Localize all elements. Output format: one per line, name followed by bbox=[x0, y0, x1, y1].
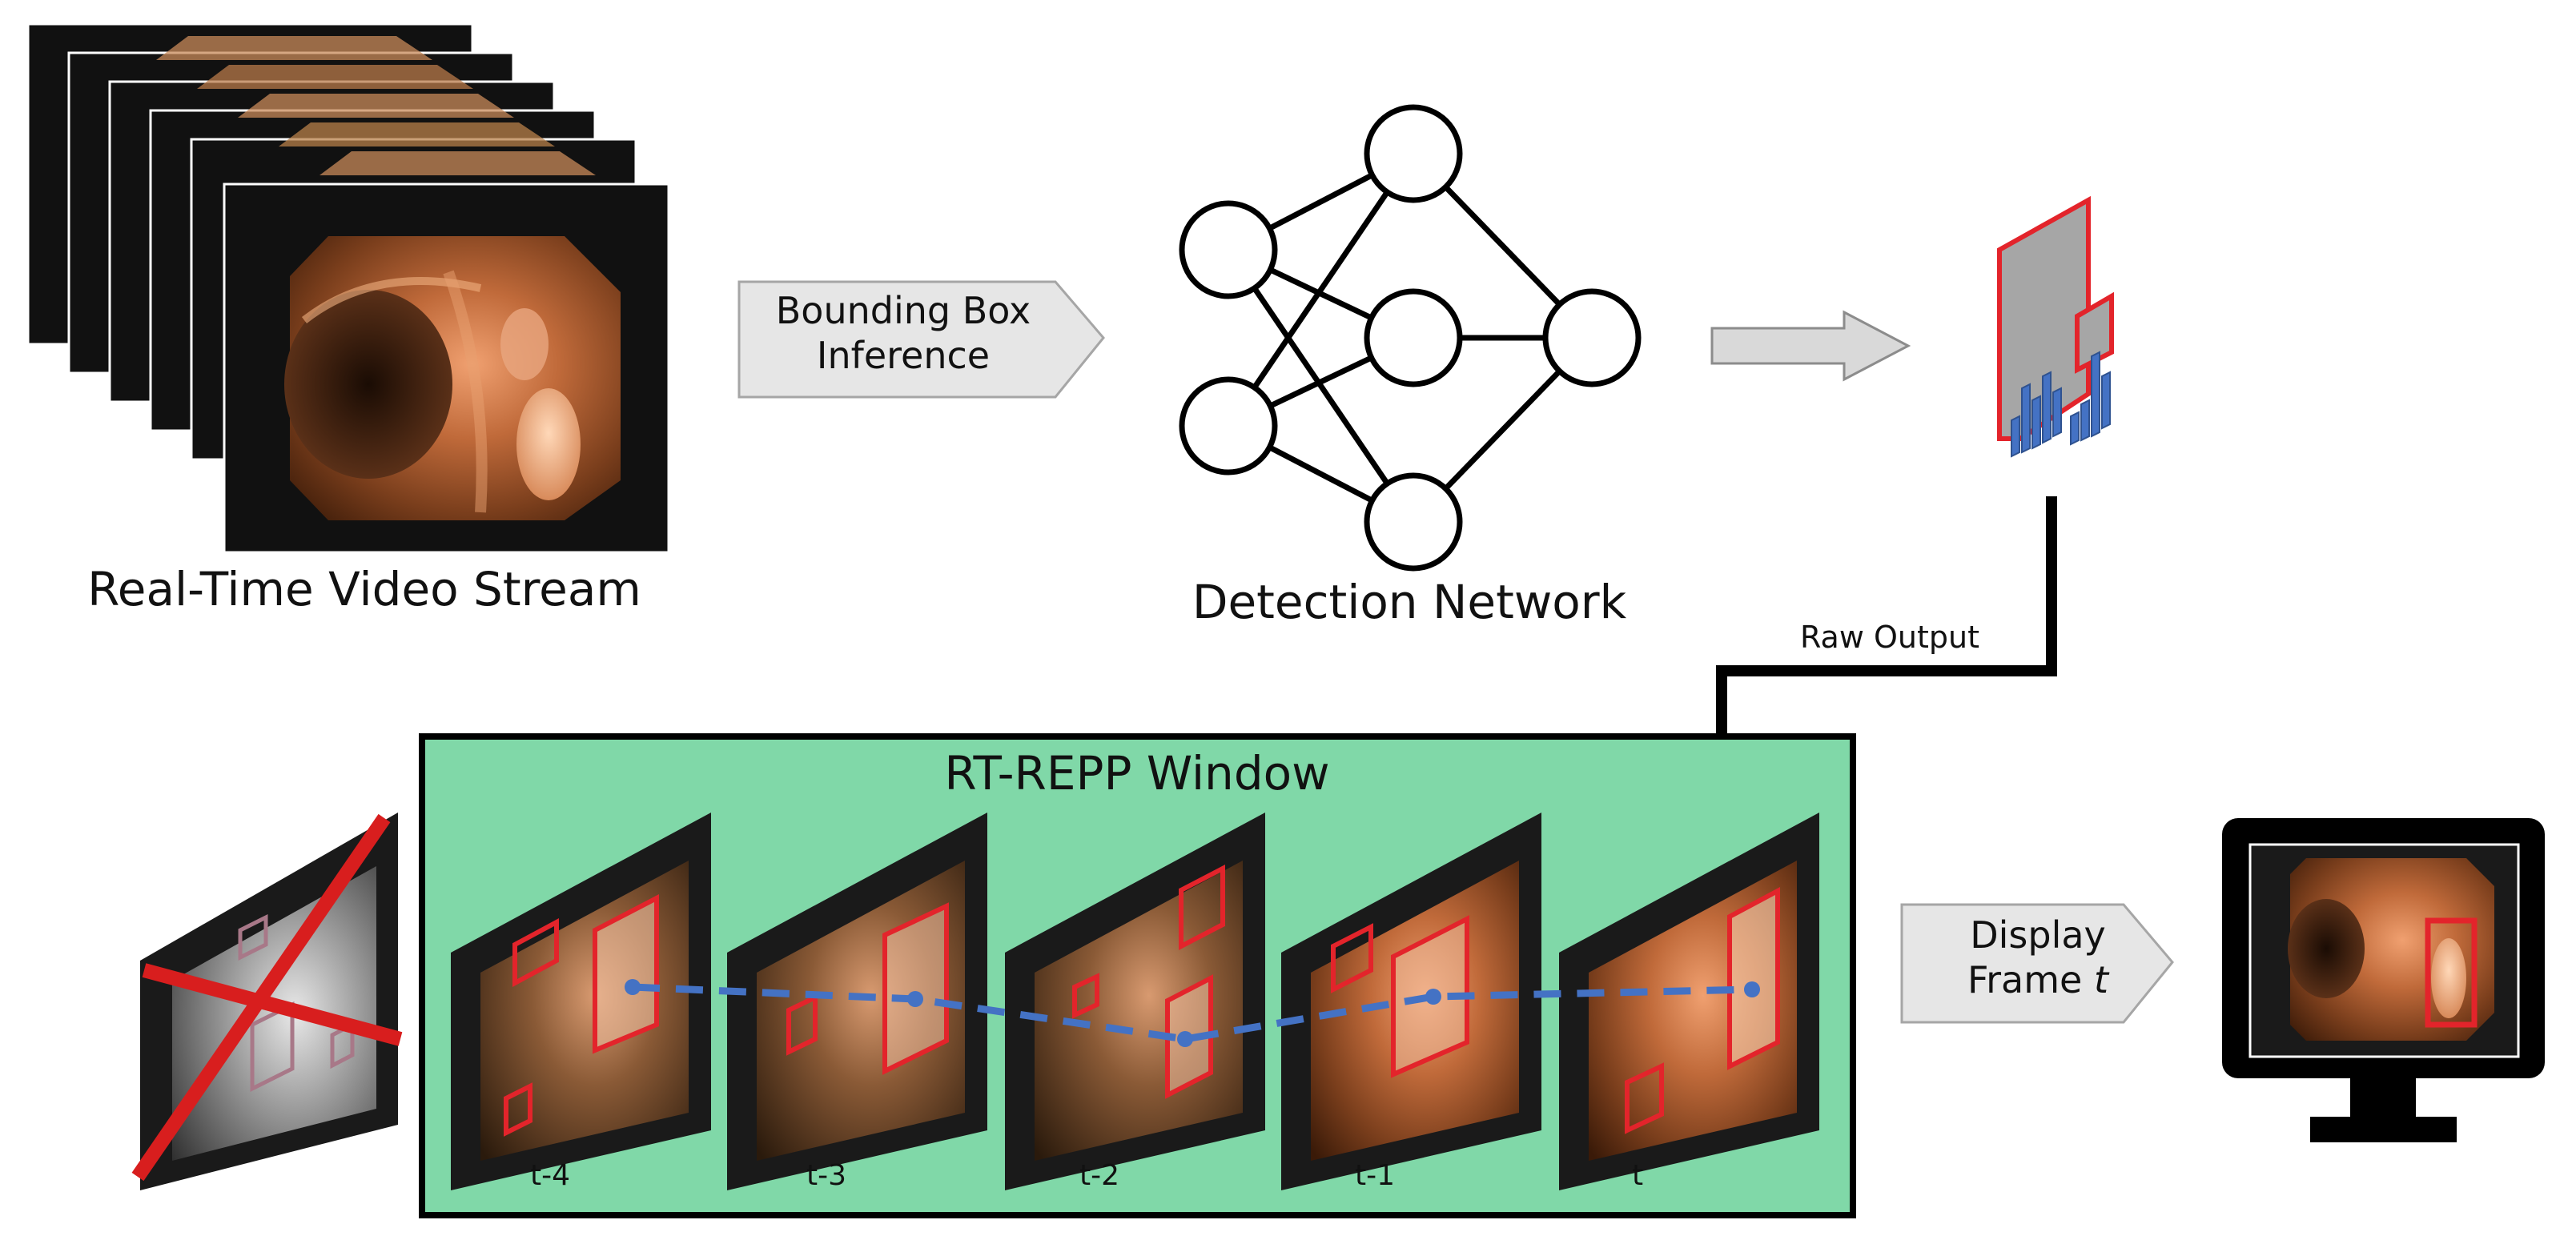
raw-output-label: Raw Output bbox=[1799, 620, 1979, 655]
window-title: RT-REPP Window bbox=[944, 746, 1330, 801]
frame-label-t-1: t-1 bbox=[1354, 1159, 1395, 1192]
display-arrow bbox=[1900, 903, 2174, 1024]
frame-peek bbox=[238, 94, 514, 118]
output-arrow bbox=[1710, 310, 1911, 382]
monitor-icon bbox=[2222, 818, 2545, 1142]
frame-peek bbox=[197, 65, 473, 89]
network-label: Detection Network bbox=[1192, 575, 1627, 629]
inference-label-line1: Bounding Box bbox=[775, 289, 1031, 332]
display-label-prefix: Frame bbox=[1967, 958, 2094, 1001]
frame-t-2 bbox=[1005, 813, 1265, 1190]
raw-output-icon bbox=[1997, 195, 2114, 458]
monitor-base bbox=[2310, 1117, 2457, 1142]
endoscopy-image bbox=[284, 236, 621, 520]
track-point bbox=[1177, 1031, 1193, 1047]
frame-peek bbox=[319, 151, 596, 175]
track-point bbox=[1744, 981, 1760, 997]
frame-label-t-2: t-2 bbox=[1079, 1159, 1119, 1192]
tracking-path bbox=[625, 979, 1760, 1047]
detection-network bbox=[1179, 104, 1642, 572]
monitor-neck bbox=[2350, 1078, 2416, 1122]
hidden-node bbox=[1364, 288, 1463, 387]
video-stream-stack bbox=[26, 22, 670, 554]
inference-arrow bbox=[737, 280, 1105, 399]
frame-label-t-4: t-4 bbox=[529, 1159, 570, 1192]
display-label-var: t bbox=[2093, 958, 2108, 1001]
output-node bbox=[1542, 288, 1642, 387]
frame-label-t-3: t-3 bbox=[806, 1159, 846, 1192]
input-node bbox=[1179, 200, 1278, 299]
cross-line bbox=[142, 963, 403, 1046]
track-point bbox=[1425, 989, 1441, 1005]
cross-line bbox=[131, 813, 391, 1182]
frame-t-3 bbox=[727, 813, 987, 1190]
hidden-node bbox=[1364, 472, 1463, 572]
display-label-line2: Frame t bbox=[1902, 957, 2174, 1002]
track-point bbox=[907, 991, 923, 1007]
frame-peek bbox=[279, 122, 555, 146]
inference-label: Bounding Box Inference bbox=[739, 288, 1067, 378]
frame-t bbox=[1559, 813, 1819, 1190]
discarded-frame bbox=[131, 813, 403, 1190]
frame-peek bbox=[156, 36, 432, 60]
input-node bbox=[1179, 376, 1278, 476]
display-label-line1: Display bbox=[1970, 913, 2106, 957]
frame-t-4 bbox=[451, 813, 711, 1190]
hidden-node bbox=[1364, 104, 1463, 203]
inference-label-line2: Inference bbox=[816, 334, 991, 377]
display-label: Display Frame t bbox=[1902, 913, 2174, 1002]
frame-label-t: t bbox=[1631, 1159, 1644, 1192]
track-point bbox=[625, 979, 641, 995]
stream-label: Real-Time Video Stream bbox=[87, 562, 641, 616]
detection-box bbox=[2425, 917, 2478, 1028]
